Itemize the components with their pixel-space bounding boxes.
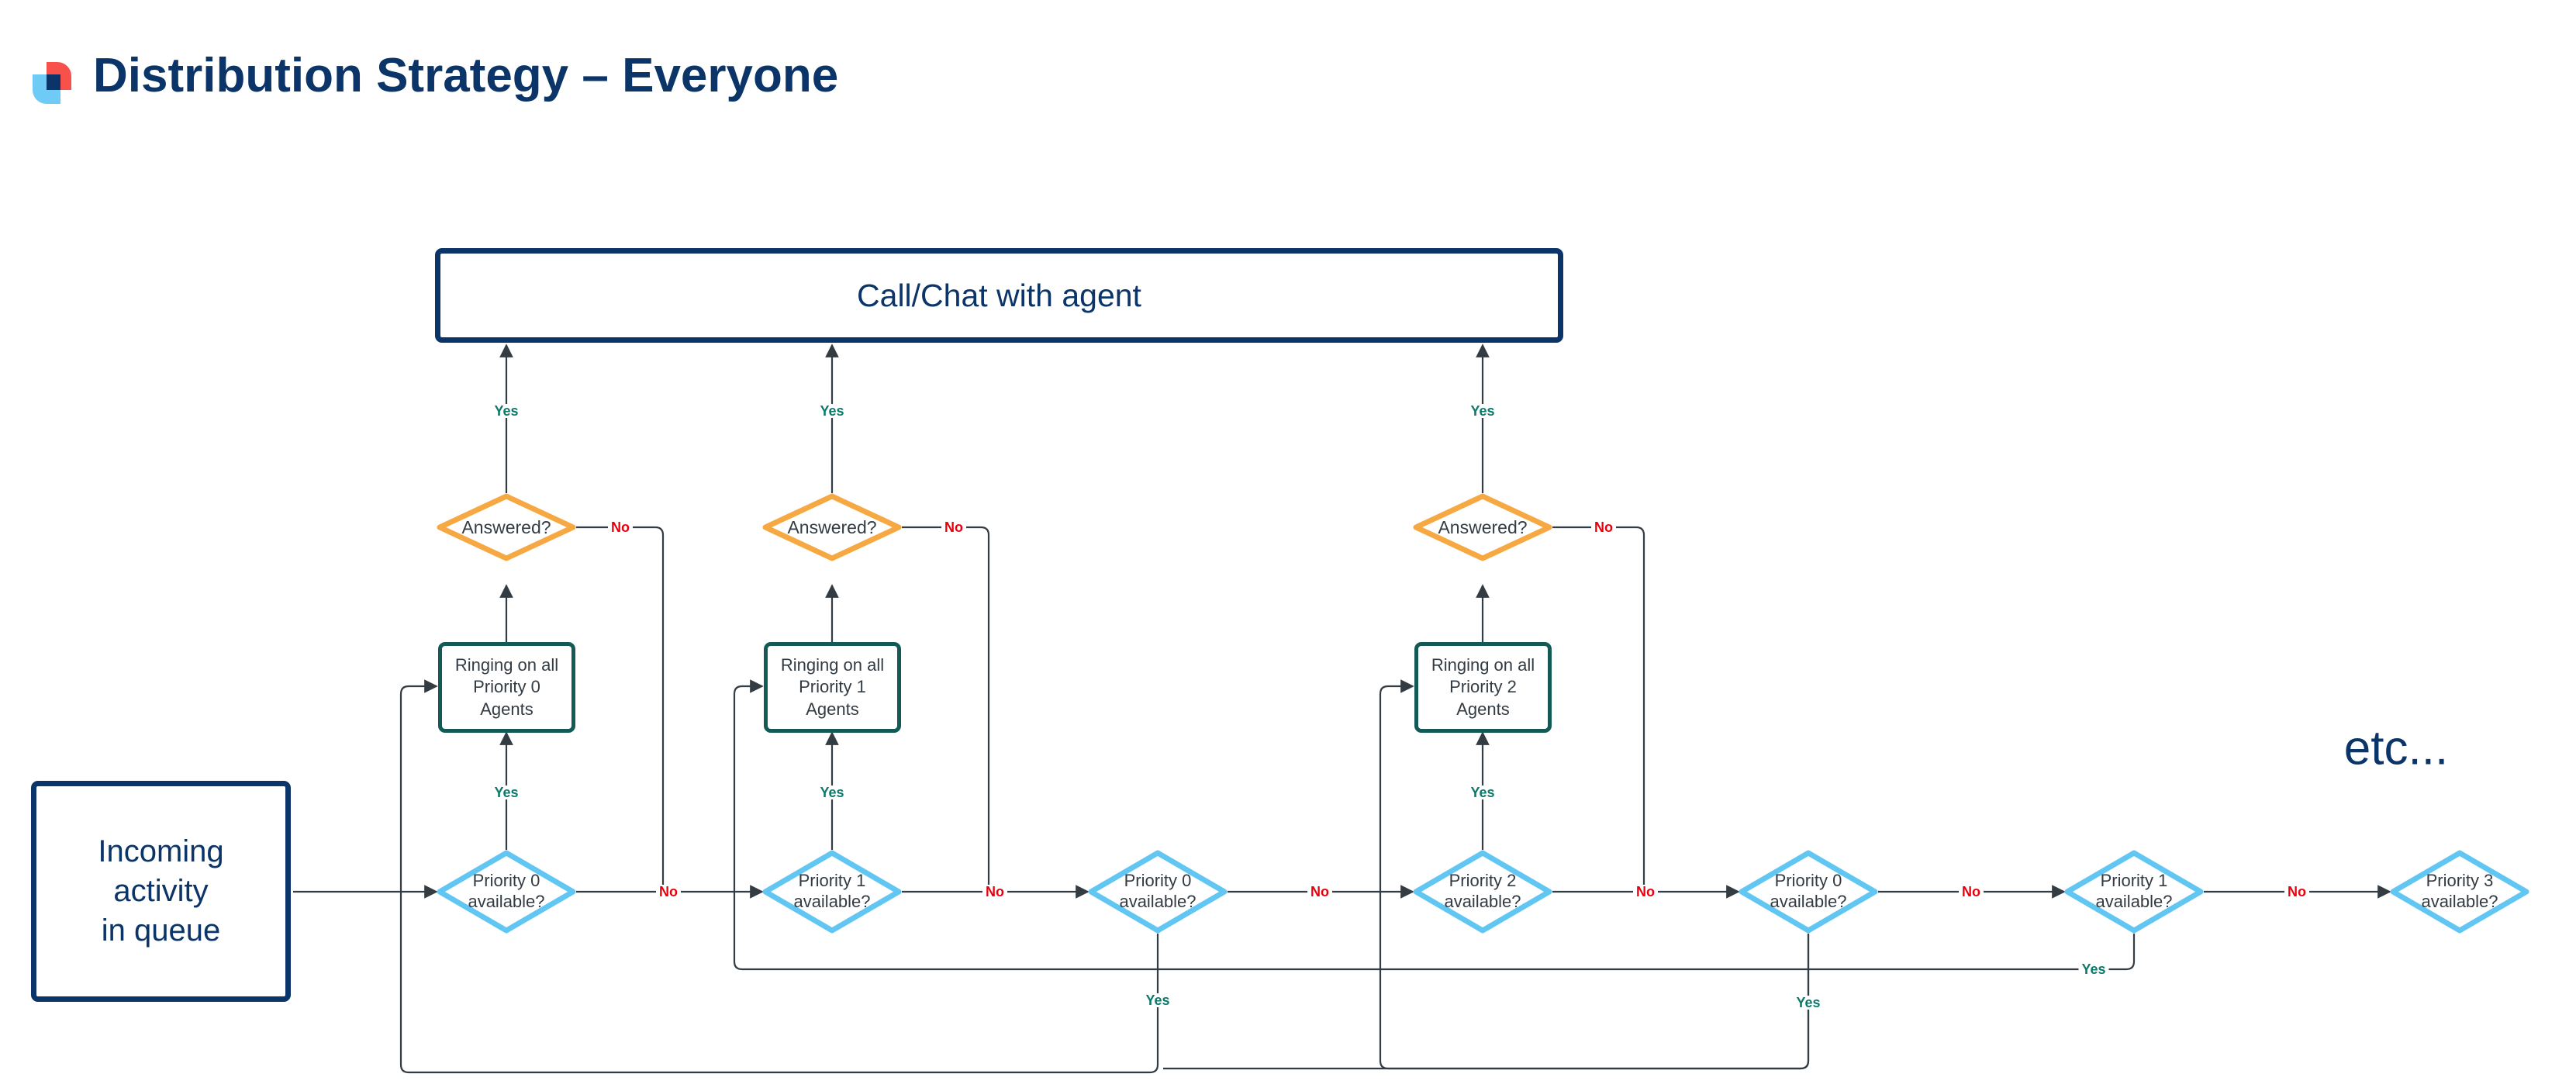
edge-label-no: No	[1633, 885, 1658, 899]
edge-label-no: No	[1959, 885, 1984, 899]
edge-label-no: No	[656, 885, 681, 899]
node-ringing-priority-0-label: Ringing on all Priority 0 Agents	[454, 655, 559, 719]
node-priority-available-d[interactable]: Priority 2 available?	[1413, 850, 1552, 934]
node-answered-2[interactable]: Answered?	[1413, 493, 1552, 561]
node-call-chat-with-agent[interactable]: Call/Chat with agent	[435, 248, 1563, 343]
node-priority-available-b[interactable]: Priority 1 available?	[762, 850, 902, 934]
page-title: Distribution Strategy – Everyone	[93, 49, 839, 102]
node-ringing-priority-1[interactable]: Ringing on all Priority 1 Agents	[764, 642, 901, 733]
edge-label-yes: Yes	[491, 404, 522, 418]
node-priority-available-f[interactable]: Priority 1 available?	[2064, 850, 2204, 934]
node-ringing-priority-0[interactable]: Ringing on all Priority 0 Agents	[438, 642, 575, 733]
page-header: Distribution Strategy – Everyone	[0, 0, 2576, 147]
node-priority-available-e[interactable]: Priority 0 available?	[1739, 850, 1878, 934]
edge-label-no: No	[1591, 520, 1616, 534]
edge-label-no: No	[1307, 885, 1332, 899]
edge-label-yes: Yes	[1467, 785, 1498, 799]
edge-label-yes: Yes	[817, 404, 848, 418]
node-call-chat-label: Call/Chat with agent	[857, 277, 1141, 313]
edge-label-no: No	[941, 520, 966, 534]
node-ringing-priority-2[interactable]: Ringing on all Priority 2 Agents	[1414, 642, 1552, 733]
edge-label-no: No	[2284, 885, 2309, 899]
node-priority-available-c[interactable]: Priority 0 available?	[1088, 850, 1228, 934]
edge-label-yes: Yes	[1142, 993, 1173, 1007]
edge-label-yes: Yes	[491, 785, 522, 799]
node-priority-available-a[interactable]: Priority 0 available?	[437, 850, 576, 934]
node-ringing-priority-1-label: Ringing on all Priority 1 Agents	[780, 655, 885, 719]
etc-label: etc...	[2343, 721, 2449, 775]
edge-label-yes: Yes	[1793, 996, 1824, 1010]
edge-label-yes: Yes	[2078, 962, 2109, 976]
node-answered-1[interactable]: Answered?	[762, 493, 902, 561]
brand-logo-icon	[29, 59, 74, 107]
edge-label-no: No	[608, 520, 633, 534]
edge-label-yes: Yes	[1467, 404, 1498, 418]
node-answered-0[interactable]: Answered?	[437, 493, 576, 561]
edge-label-yes: Yes	[817, 785, 848, 799]
node-incoming-activity[interactable]: Incoming activity in queue	[31, 781, 291, 1002]
edge-label-no: No	[982, 885, 1007, 899]
node-priority-available-g[interactable]: Priority 3 available?	[2390, 850, 2529, 934]
node-incoming-activity-label: Incoming activity in queue	[98, 834, 224, 948]
node-ringing-priority-2-label: Ringing on all Priority 2 Agents	[1431, 655, 1535, 719]
